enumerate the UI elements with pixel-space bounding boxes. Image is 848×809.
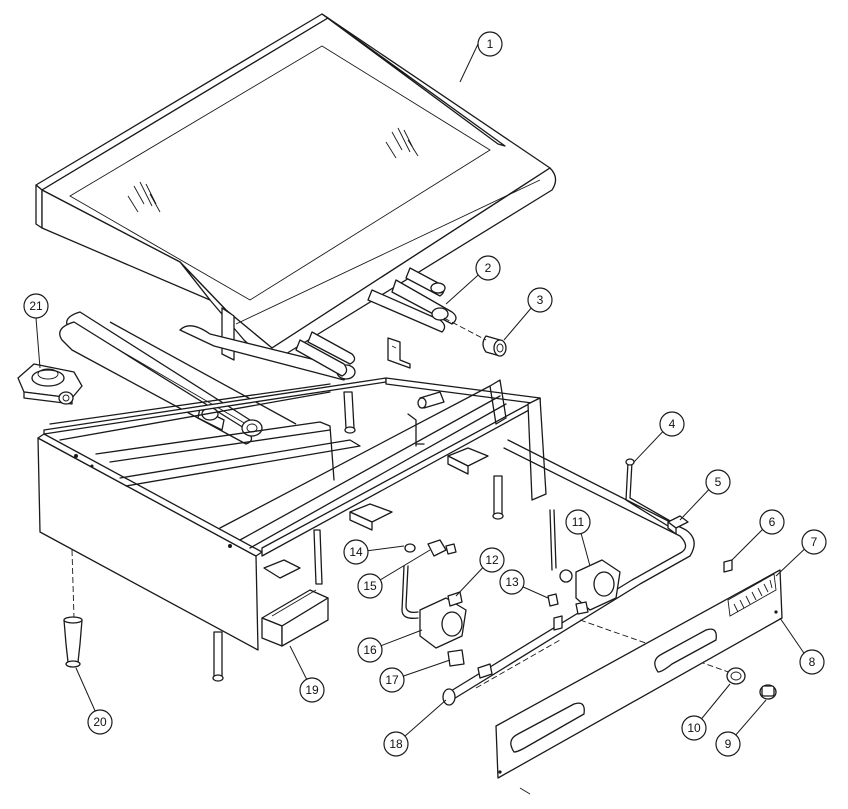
callout-16: 16 [357, 637, 383, 663]
callout-20-label: 20 [93, 715, 107, 729]
callout-21-label: 21 [29, 299, 43, 313]
callout-21: 21 [23, 293, 49, 319]
griddle-housing [37, 377, 547, 682]
callout-12: 12 [479, 547, 505, 573]
callout-18-label: 18 [389, 737, 403, 751]
callout-14-label: 14 [349, 545, 363, 559]
callout-11-label: 11 [572, 515, 585, 529]
callout-bubbles: 1 2 3 4 5 6 7 8 9 10 11 12 13 14 15 16 1… [23, 31, 827, 757]
pressure-regulator [17, 363, 83, 405]
callout-19-label: 19 [305, 683, 319, 697]
callout-15: 15 [357, 573, 383, 599]
callout-16-label: 16 [363, 643, 377, 657]
griddle-plate [35, 13, 557, 361]
callout-17-label: 17 [385, 673, 399, 687]
callout-7-label: 7 [811, 535, 818, 549]
orifice-fitting [443, 317, 507, 357]
callout-11: 11 [565, 509, 591, 535]
callout-8-label: 8 [809, 655, 816, 669]
callout-20: 20 [87, 709, 113, 735]
callout-14: 14 [343, 539, 369, 565]
callout-8: 8 [799, 649, 825, 675]
callout-10-label: 10 [687, 721, 701, 735]
callout-7: 7 [801, 529, 827, 555]
callout-5-label: 5 [715, 475, 722, 489]
callout-6: 6 [759, 509, 785, 535]
callout-17: 17 [379, 667, 405, 693]
callout-12-label: 12 [485, 553, 499, 567]
callout-6-label: 6 [769, 515, 776, 529]
callout-1: 1 [477, 31, 503, 57]
callout-9-label: 9 [725, 737, 732, 751]
callout-4-label: 4 [669, 417, 676, 431]
burner-tubes-right [295, 267, 457, 377]
grease-drawer [261, 589, 329, 647]
control-panel [495, 569, 783, 795]
control-knob [726, 667, 777, 700]
callout-13-label: 13 [505, 575, 519, 589]
callout-3: 3 [527, 287, 553, 313]
callout-13: 13 [499, 569, 525, 595]
gas-manifold [401, 439, 741, 706]
callout-9: 9 [715, 731, 741, 757]
callout-18: 18 [383, 731, 409, 757]
callout-4: 4 [659, 411, 685, 437]
callout-3-label: 3 [537, 293, 544, 307]
adjustable-leg [63, 549, 83, 668]
callout-5: 5 [705, 469, 731, 495]
callout-2: 2 [475, 255, 501, 281]
mounting-bracket [387, 337, 411, 369]
callout-1-label: 1 [487, 37, 494, 51]
callout-2-label: 2 [485, 261, 492, 275]
callout-10: 10 [681, 715, 707, 741]
callout-19: 19 [299, 677, 325, 703]
callout-15-label: 15 [363, 579, 377, 593]
